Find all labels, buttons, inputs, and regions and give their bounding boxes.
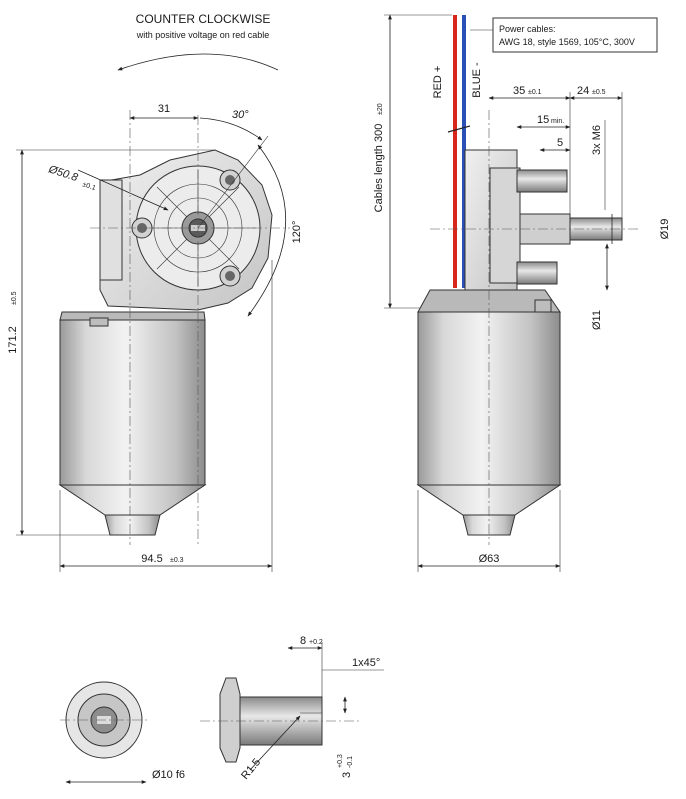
front-motor-endcap bbox=[58, 484, 207, 516]
radius-leader bbox=[249, 715, 301, 771]
front-view: 31 30° 120° Ø50.8 ±0.1 171.2 ±0.5 94.5 ±… bbox=[7, 103, 303, 572]
dia-63-text: Ø63 bbox=[479, 553, 500, 565]
dim-35-text: 35 bbox=[513, 85, 525, 97]
rotation-arrow-icon bbox=[117, 53, 279, 71]
cable-length-tol: ±20 bbox=[377, 103, 384, 115]
dia-508-tol: ±0.1 bbox=[81, 181, 96, 192]
rotation-annotation: COUNTER CLOCKWISE with positive voltage … bbox=[117, 12, 279, 71]
blue-cable-label: BLUE - bbox=[471, 62, 483, 98]
front-motor-flange bbox=[59, 311, 206, 321]
dia-10-text: Ø10 f6 bbox=[152, 769, 185, 781]
cable-note-line2: AWG 18, style 1569, 105°C, 300V bbox=[499, 37, 635, 47]
cable-break-icon bbox=[447, 125, 471, 133]
side-view: RED + BLUE - Power cables: AWG 18, style… bbox=[373, 14, 671, 572]
side-gearbox-cover bbox=[489, 167, 521, 284]
dim-3-tol-upper: +0.3 bbox=[337, 754, 344, 768]
dia-19-text: Ø19 bbox=[659, 219, 671, 240]
dia-11-text: Ø11 bbox=[591, 310, 603, 330]
front-motor-bearing bbox=[104, 514, 161, 536]
dim-width-text: 94.5 bbox=[141, 553, 162, 565]
dim-15-text: 15 bbox=[537, 114, 549, 126]
dim-8-tol: +0.2 bbox=[309, 639, 323, 646]
side-motor-clip bbox=[534, 299, 552, 313]
chamfer-text: 1x45° bbox=[352, 657, 380, 669]
dim-24-text: 24 bbox=[577, 85, 589, 97]
angle-120-text: 120° bbox=[291, 221, 303, 244]
cable-note-box bbox=[492, 17, 658, 53]
dim-31-text: 31 bbox=[158, 103, 170, 115]
shaft-detail-collar bbox=[219, 677, 241, 763]
rotation-subtitle: with positive voltage on red cable bbox=[136, 30, 270, 40]
rotation-title: COUNTER CLOCKWISE bbox=[136, 12, 271, 26]
cable-note-line1: Power cables: bbox=[499, 24, 556, 34]
dim-height-tol: ±0.5 bbox=[11, 291, 18, 305]
angle-30-arc bbox=[199, 117, 263, 141]
dim-3-tol-lower: -0.1 bbox=[347, 756, 354, 768]
red-cable-label: RED + bbox=[432, 66, 444, 99]
dim-35-tol: ±0.1 bbox=[528, 89, 542, 96]
dim-15-tol: min. bbox=[551, 118, 564, 125]
shaft-end-view: Ø10 f6 bbox=[60, 681, 185, 784]
angle-120-arc bbox=[247, 144, 287, 317]
angle-30-text: 30° bbox=[232, 109, 249, 121]
thread-text: 3x M6 bbox=[591, 125, 603, 155]
front-gearbox-side bbox=[99, 179, 123, 281]
shaft-side-detail: 8 +0.2 1x45° R1.5 3 +0.3 -0.1 bbox=[200, 635, 384, 782]
front-motor-clip bbox=[89, 317, 109, 327]
dim-5-text: 5 bbox=[557, 137, 563, 149]
side-mount-boss-bottom bbox=[516, 261, 558, 285]
dim-24-tol: ±0.5 bbox=[592, 89, 606, 96]
radius-text: R1.5 bbox=[239, 756, 263, 782]
dim-height-text: 171.2 bbox=[7, 326, 19, 354]
cable-length-text: Cables length 300 bbox=[373, 124, 385, 213]
dia-508-leader bbox=[77, 169, 169, 211]
dim-width-tol: ±0.3 bbox=[170, 557, 184, 564]
dim-8-text: 8 bbox=[300, 635, 306, 647]
side-mount-boss-top bbox=[516, 169, 568, 193]
front-mount-holes bbox=[131, 169, 241, 287]
front-motor-body bbox=[59, 319, 206, 486]
dia-508-text: Ø50.8 bbox=[46, 163, 80, 184]
dim-3-text: 3 bbox=[341, 772, 353, 778]
